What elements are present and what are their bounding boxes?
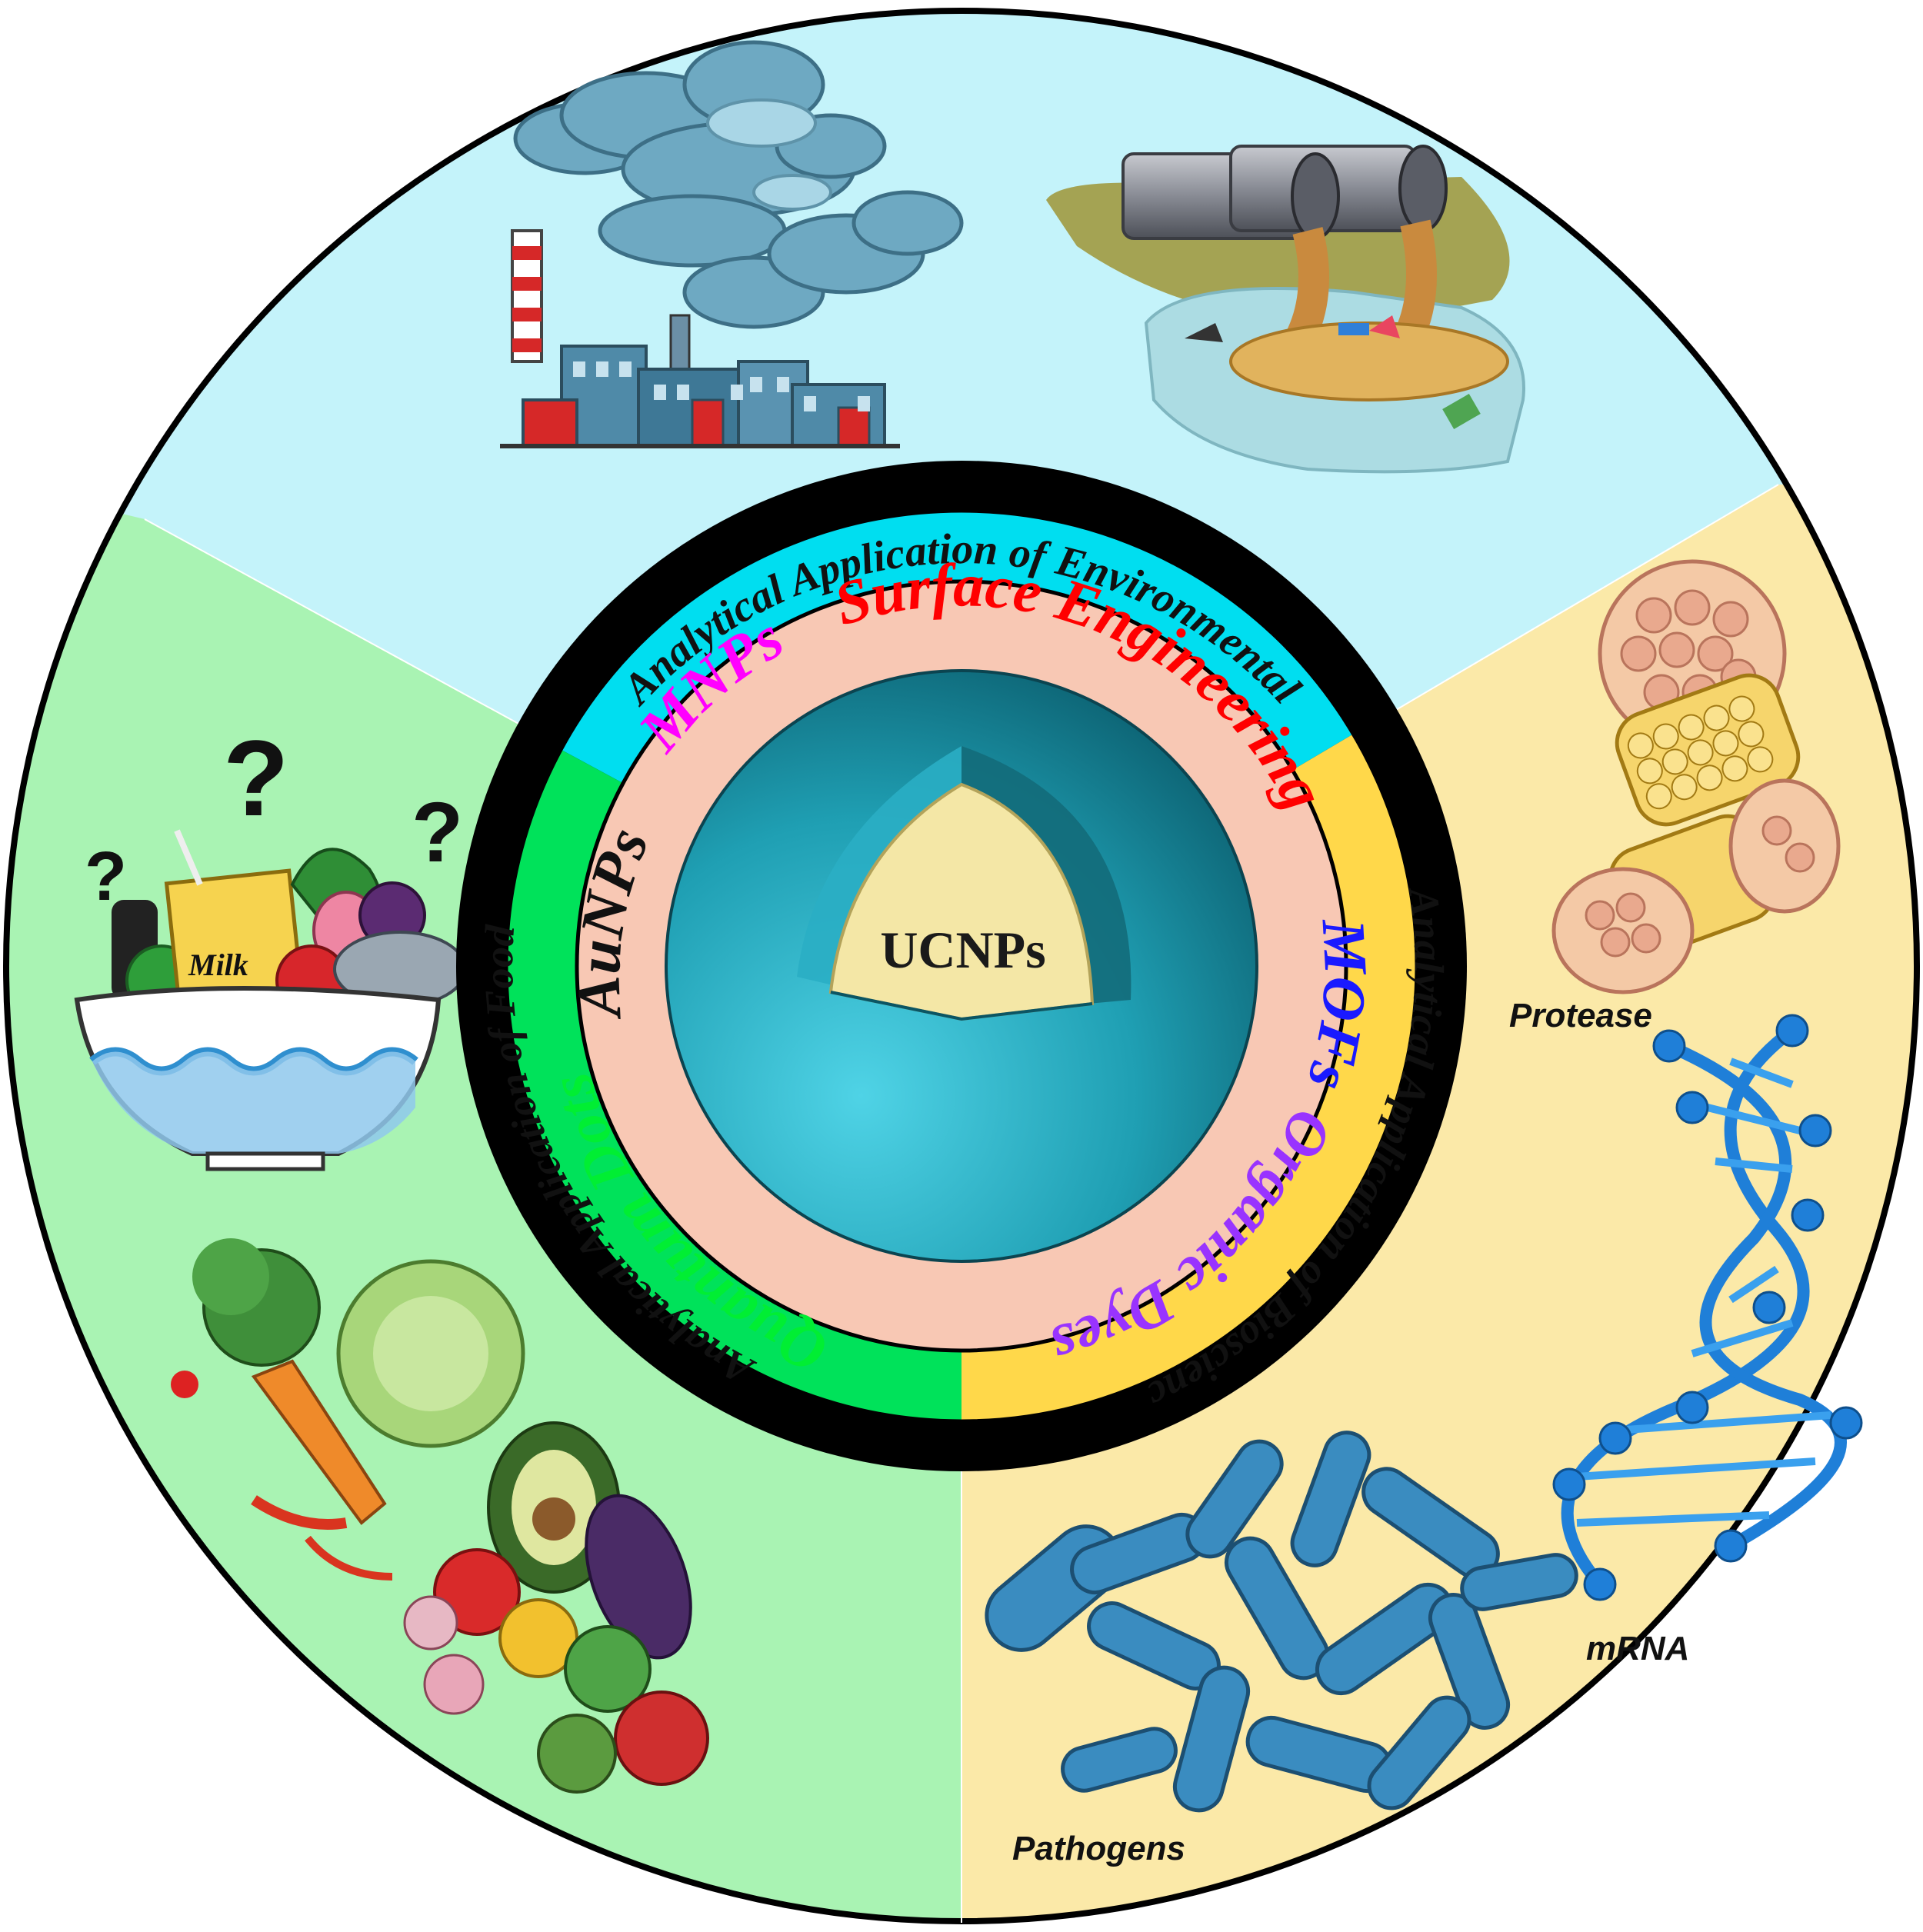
milk-label: Milk bbox=[188, 948, 248, 982]
mrna-illustration: mRNA bbox=[1552, 1014, 1863, 1667]
ucnp-sphere: UCNPs bbox=[665, 669, 1258, 1263]
protease-illustration: Protease bbox=[1509, 559, 1841, 1034]
pathogens-label: Pathogens bbox=[1012, 1830, 1185, 1867]
mrna-label: mRNA bbox=[1586, 1630, 1689, 1667]
question-mark-icon: ? bbox=[223, 718, 289, 838]
center-label: UCNPs bbox=[880, 921, 1045, 979]
sewage-pipes-illustration bbox=[1046, 145, 1525, 474]
food-bowl-illustration: ? ? ? Milk bbox=[74, 718, 467, 1171]
factory-illustration bbox=[500, 40, 964, 448]
question-mark-icon: ? bbox=[412, 785, 463, 880]
protease-label: Protease bbox=[1509, 997, 1652, 1034]
vegetables-illustration bbox=[171, 1238, 709, 1794]
pathogens-illustration: Pathogens bbox=[985, 1431, 1578, 1867]
